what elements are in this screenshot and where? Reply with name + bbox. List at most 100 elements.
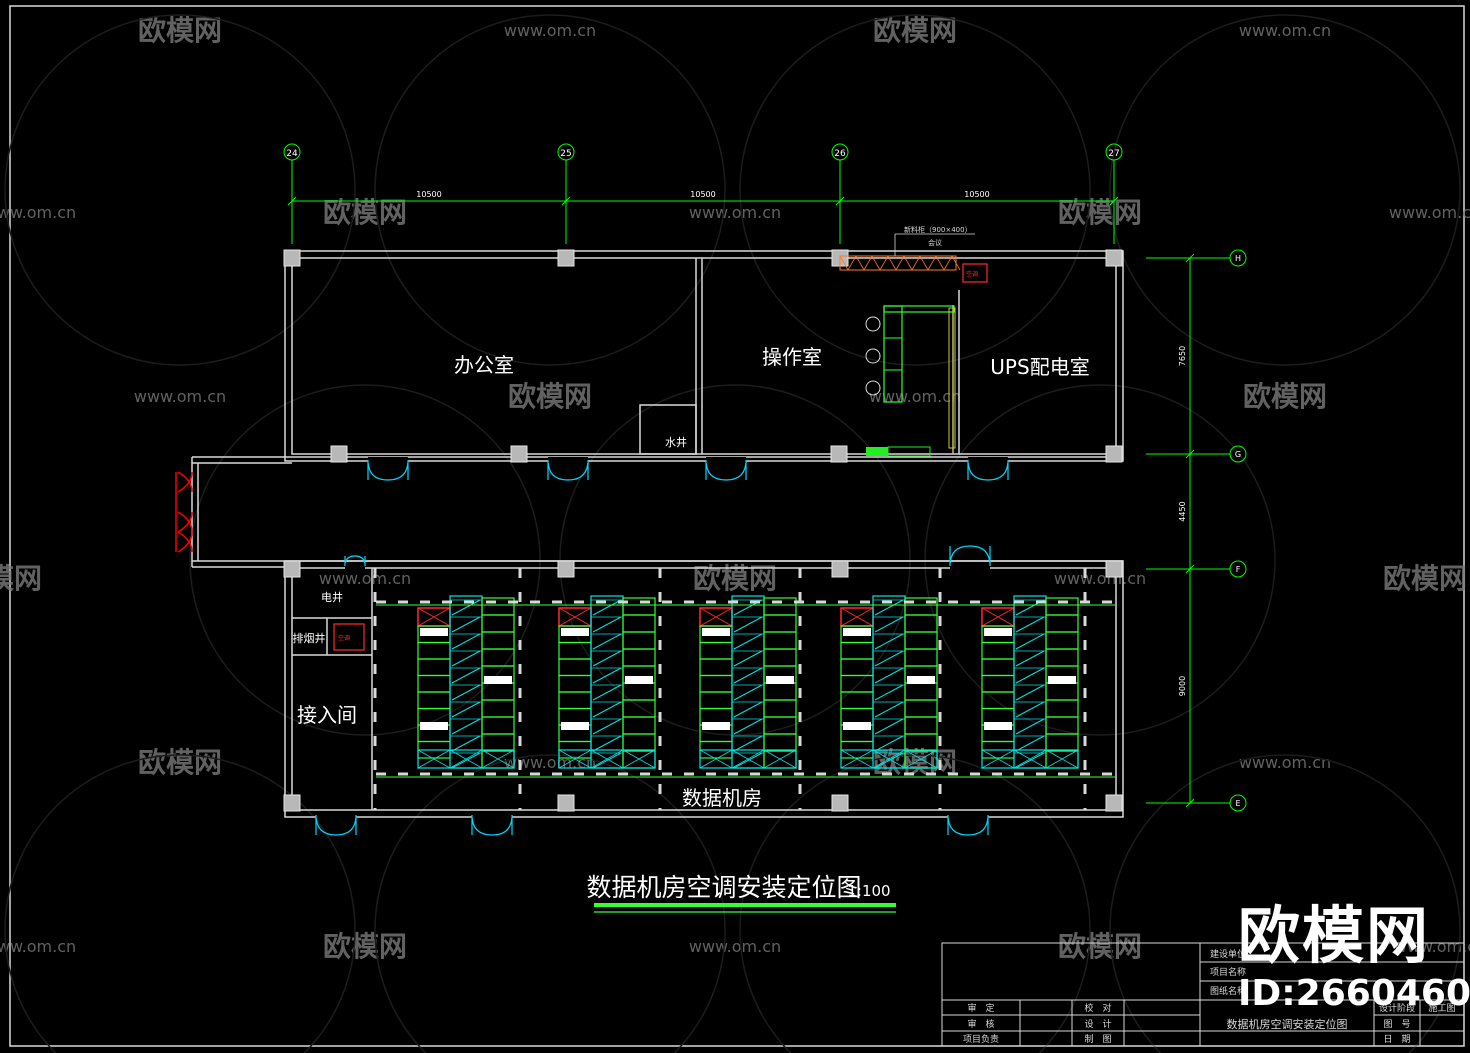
rack-base: [981, 749, 1079, 769]
structural-column: [830, 445, 848, 463]
cold-aisle-hatch: [1015, 616, 1045, 633]
rack-base-cross: [840, 749, 874, 769]
room-label-office: 办公室: [454, 353, 514, 377]
structural-column: [557, 560, 575, 578]
tb-cell: 日 期: [1383, 1034, 1410, 1045]
row-axis-bubble: [1229, 249, 1247, 267]
row-dimension-text: 4450: [1178, 501, 1187, 521]
green-panel: [866, 447, 888, 456]
rack-label-plate: [907, 676, 935, 684]
watermark-url-tile: www.om.cn: [319, 569, 411, 588]
rack-cabinet: [1045, 733, 1079, 752]
cold-aisle-hatch: [592, 718, 622, 735]
cold-aisle-hatch: [451, 718, 481, 735]
watermark-circle: [1109, 754, 1461, 1053]
room-label-access: 接入间: [297, 703, 357, 727]
rack-label-plate: [766, 676, 794, 684]
watermark-circle: [559, 384, 911, 736]
structural-column: [510, 445, 528, 463]
rack-cabinet: [699, 641, 733, 660]
cold-aisle-hatch: [1015, 735, 1045, 752]
watermark-logo-tile: 欧模网: [1383, 562, 1467, 595]
room-label-elec-shaft: 电井: [321, 590, 343, 604]
watermark-circle: [739, 14, 1091, 366]
rack-cabinet: [622, 699, 656, 718]
watermark-url-tile: www.om.cn: [689, 203, 781, 222]
rack-label-plate: [702, 722, 730, 730]
chair-icon: [865, 380, 881, 396]
rack-label-plate: [984, 722, 1012, 730]
watermark-url-tile: www.om.cn: [504, 753, 596, 772]
cold-aisle-hatch: [1015, 667, 1045, 684]
watermark-url-tile: www.om.cn: [1054, 569, 1146, 588]
rack-label-plate: [420, 628, 448, 636]
ups-ac-label: 空调: [966, 270, 978, 278]
north-block-inner-wall: [291, 257, 1117, 455]
structural-column: [283, 794, 301, 812]
aisle-lines-green: [376, 604, 1116, 778]
rack-label-plate: [625, 676, 653, 684]
rack-row: [840, 595, 938, 769]
cold-aisle-hatch: [733, 735, 763, 752]
watermark-circle: [924, 384, 1276, 736]
rack-cabinet: [1045, 699, 1079, 718]
rack-cabinet: [481, 648, 515, 667]
rack-cabinet: [763, 648, 797, 667]
rack-cabinet: [417, 674, 451, 693]
rack-cabinet: [699, 691, 733, 710]
ups-partition-cabinet: [948, 307, 956, 449]
ac-unit-cross: [981, 607, 1015, 627]
structural-column: [1105, 445, 1123, 463]
ac-unit-cross: [558, 607, 592, 627]
rack-cabinet: [904, 682, 938, 701]
watermark-circle: [374, 14, 726, 366]
watermark-logo-tile: 欧模网: [323, 930, 407, 963]
cabinet-hatch: [839, 255, 961, 271]
cold-aisle-hatch: [451, 752, 481, 769]
rack-base-cross: [481, 749, 515, 769]
row-dimension-text: 7650: [1178, 346, 1187, 366]
rack-cabinet: [904, 648, 938, 667]
cold-aisle-hatch: [592, 684, 622, 701]
rack-cabinet: [763, 733, 797, 752]
rack-base-cross: [872, 749, 906, 769]
cold-aisle-hatch: [874, 633, 904, 650]
dimension-tick: [287, 196, 297, 206]
cold-aisle-hatch: [733, 650, 763, 667]
rack-cabinet: [904, 614, 938, 633]
rack-cabinet: [763, 631, 797, 650]
chair-icon: [865, 348, 881, 364]
rack-cabinet: [1045, 614, 1079, 633]
rack-cabinet: [622, 648, 656, 667]
watermark-url-tile: www.om.cn: [689, 937, 781, 956]
watermark-id: ID:2660460: [1238, 973, 1470, 1014]
watermark-url-tile: www.om.cn: [0, 203, 76, 222]
watermark-url-tile: www.om.cn: [1394, 937, 1470, 956]
rack-base: [558, 749, 656, 769]
watermark-logo-tile: 欧模网: [1058, 930, 1142, 963]
cold-aisle-hatch: [874, 616, 904, 633]
rack-base: [699, 749, 797, 769]
ac-unit-cross: [699, 607, 733, 627]
rack-row: [981, 595, 1079, 769]
row-axis-label: H: [1235, 254, 1241, 263]
rack-base-cross: [1045, 749, 1079, 769]
rack-label-plate: [843, 628, 871, 636]
axis-label: 25: [560, 149, 571, 159]
tb-cell: 建设单位: [1210, 948, 1246, 960]
smoke-shaft-ac-unit: [333, 623, 365, 651]
cold-aisle-hatch: [733, 684, 763, 701]
title-block-text: 审 定 校 对 审 核 设 计 项目负责 制 图 建设单位 项目名称 图纸名称 …: [963, 948, 1456, 1045]
drawing-title: 数据机房空调安装定位图 1:100: [586, 873, 896, 913]
cold-aisle-hatch: [733, 701, 763, 718]
rack-cabinet: [558, 674, 592, 693]
room-label-smoke-shaft: 排烟井: [293, 631, 326, 645]
watermark-url-tile: www.om.cn: [504, 21, 596, 40]
watermark-badge: 欧模网 ID:2660460: [1238, 900, 1470, 1016]
rack-label-plate: [984, 628, 1012, 636]
console-desk-top: [883, 305, 955, 313]
cabinet-note: 新料柜（900×400）: [904, 225, 972, 234]
rack-cabinet: [622, 733, 656, 752]
cold-aisle-hatch: [874, 735, 904, 752]
structural-column: [557, 249, 575, 267]
